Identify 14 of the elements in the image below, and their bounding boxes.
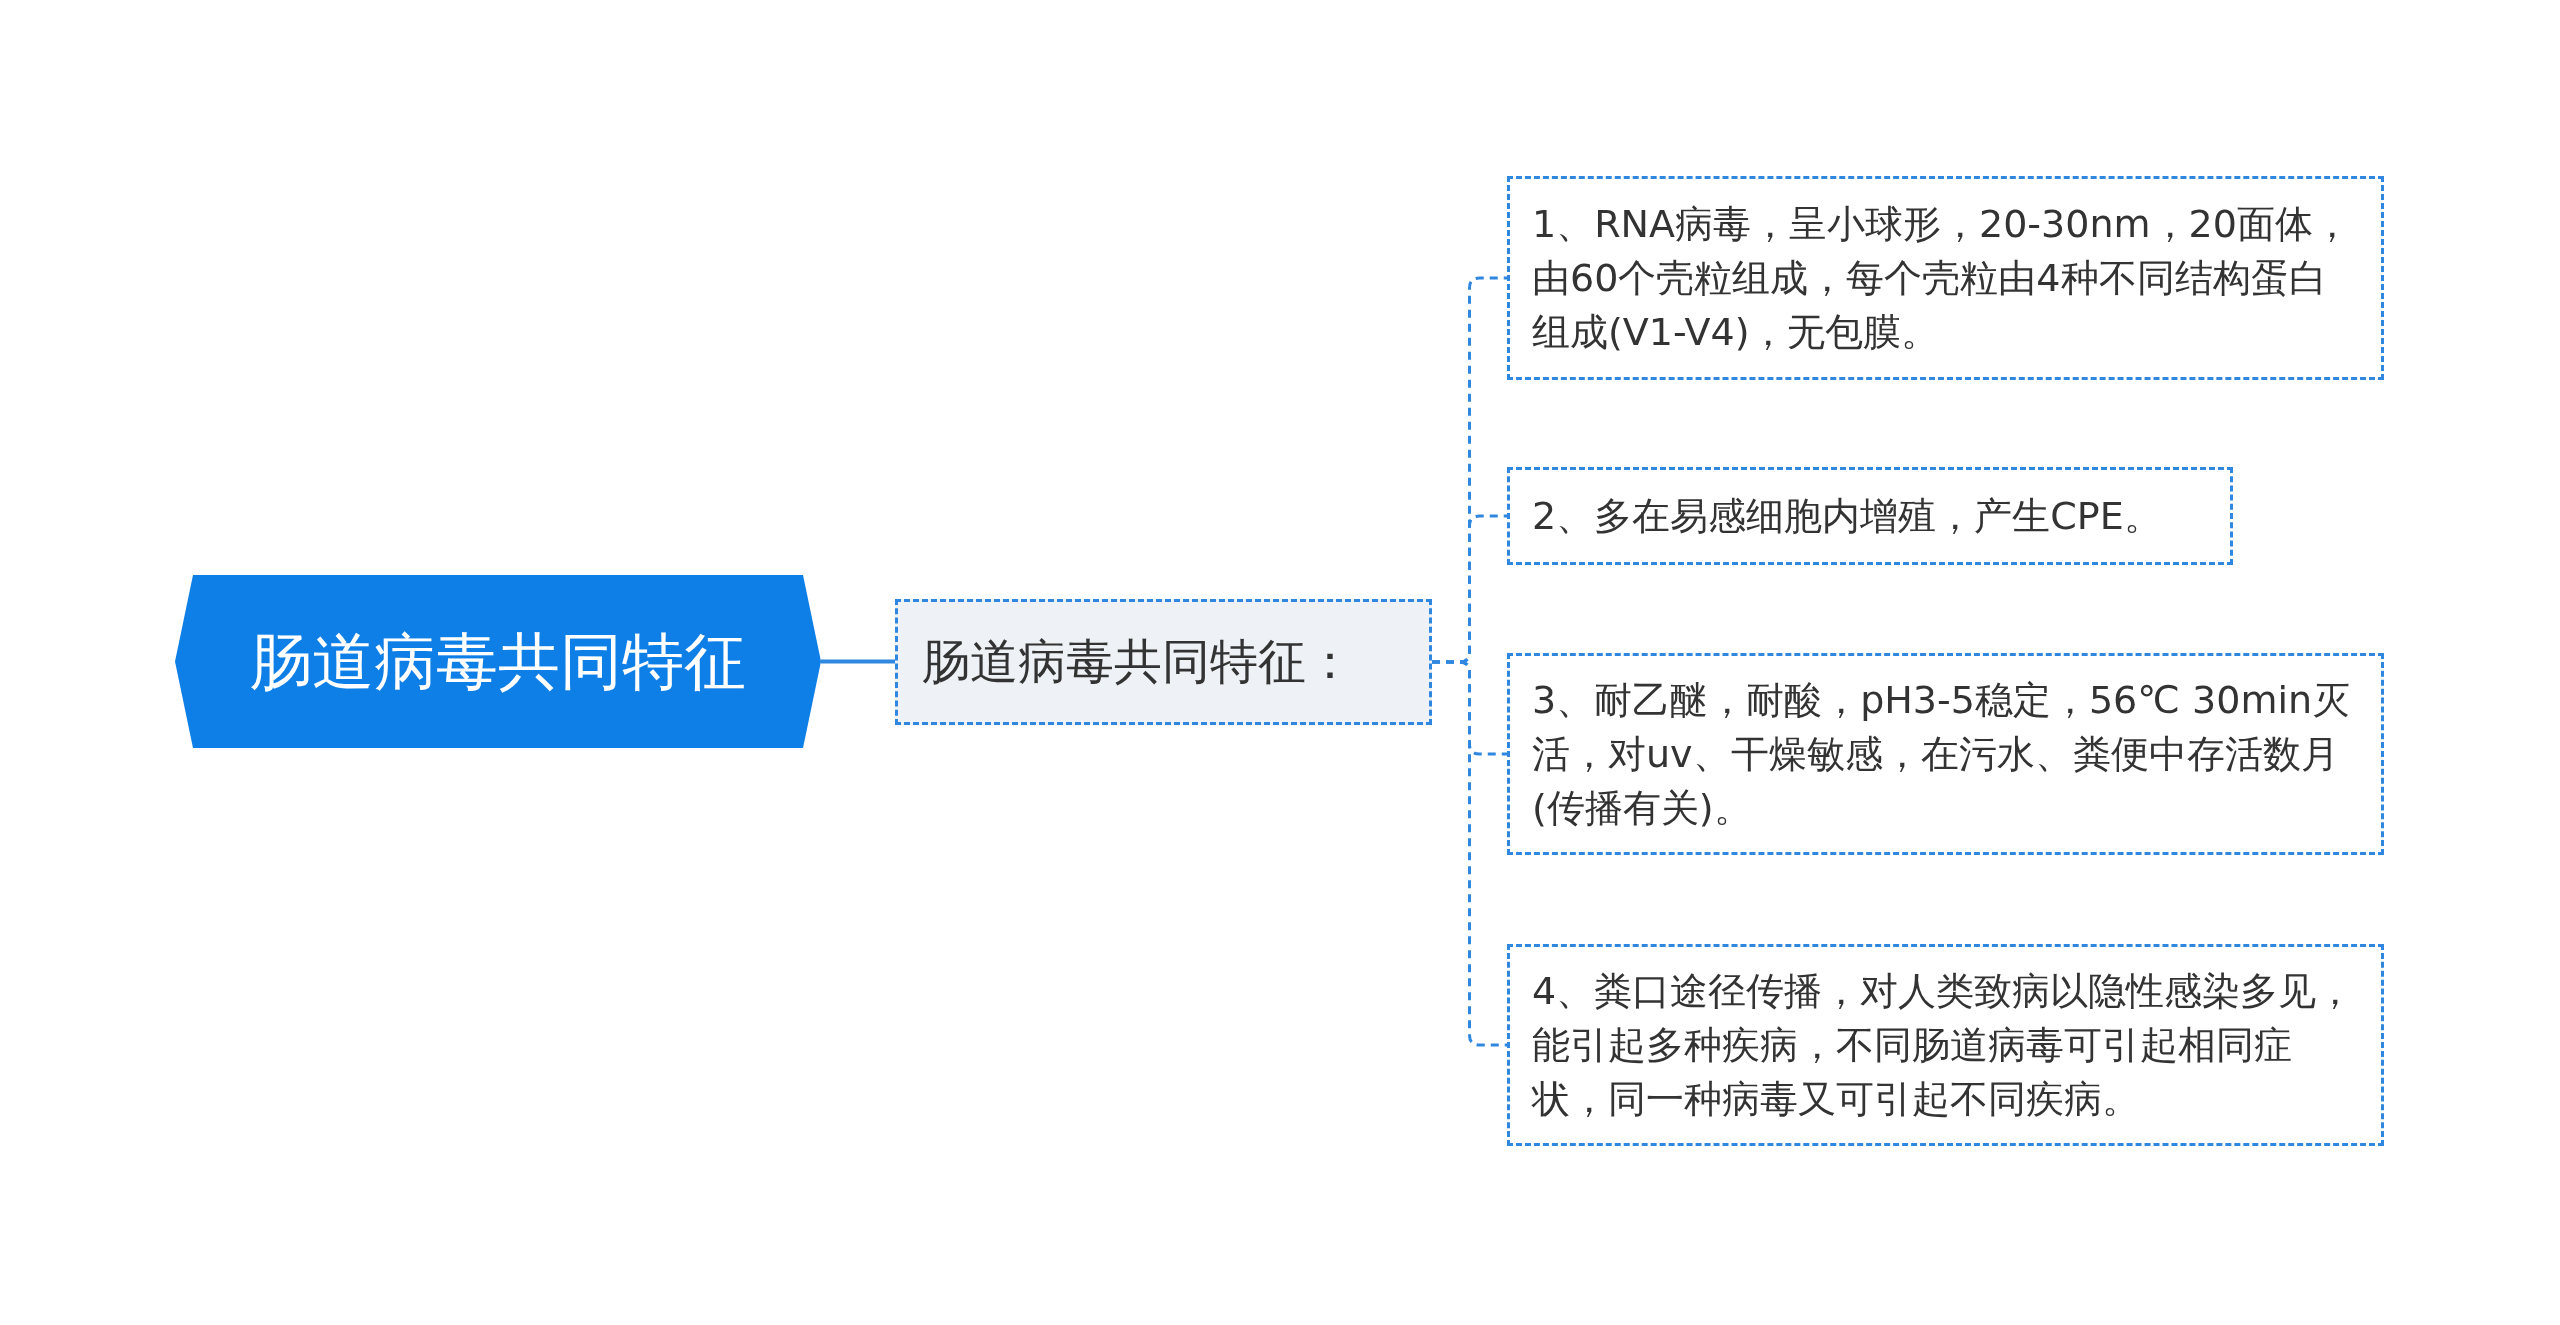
note-box bbox=[1507, 653, 2384, 855]
topic-text: 4、粪口途径传播，对人类致病以隐性感染多见，能引起多种疾病，不同肠道病毒可引起相同症状，同一种病毒又可引起不同疾病。 bbox=[1532, 968, 2356, 1123]
root-topic-box bbox=[175, 575, 821, 748]
note-box bbox=[1507, 176, 2384, 380]
topic-text: 2、多在易感细胞内增殖，产生CPE。 bbox=[1532, 493, 2162, 540]
subtopic-box bbox=[895, 599, 1432, 725]
topic-text: 肠道病毒共同特征 bbox=[250, 623, 746, 700]
connector-line bbox=[821, 659, 895, 664]
topic-text: 肠道病毒共同特征： bbox=[922, 632, 1354, 691]
topic-text: 3、耐乙醚，耐酸，pH3-5稳定，56℃ 30min灭活，对uv、干燥敏感，在污水、粪便中存活数月(传播有关)。 bbox=[1532, 677, 2352, 832]
connector-line bbox=[1432, 660, 1507, 1047]
note-box bbox=[1507, 944, 2384, 1146]
note-box bbox=[1507, 467, 2233, 565]
topic-text: 1、RNA病毒，呈小球形，20-30nm，20面体，由60个壳粒组成，每个壳粒由4种不同结构蛋白组成(V1-V4)，无包膜。 bbox=[1532, 201, 2352, 356]
